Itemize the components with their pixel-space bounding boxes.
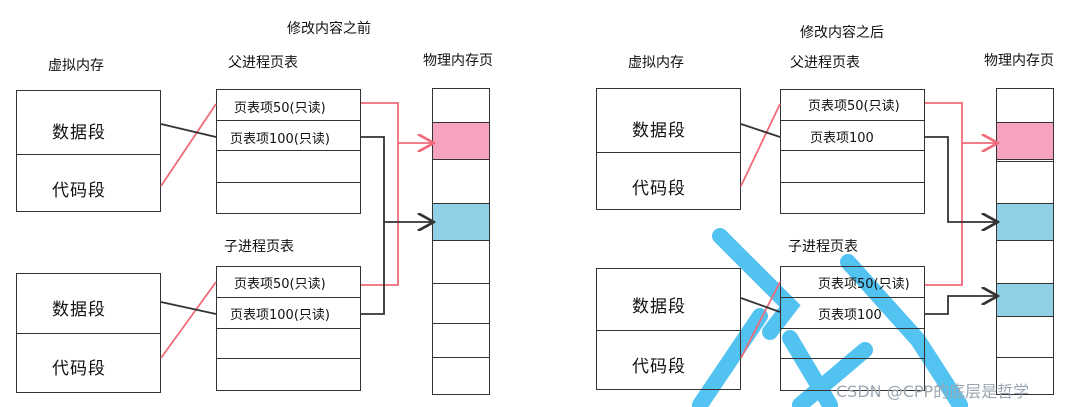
- right-physical-pages-label: 物理内存页: [984, 53, 1054, 69]
- right-parent-page-100: [997, 203, 1053, 241]
- left-child-entry-50: 页表项50(只读): [234, 277, 326, 292]
- left-title: 修改内容之前: [287, 21, 371, 37]
- left-shared-page-100: [433, 203, 489, 241]
- right-child-code-segment: 代码段: [632, 357, 686, 377]
- left-child-entry-100: 页表项100(只读): [230, 308, 330, 323]
- right-child-page-100-copy: [997, 283, 1053, 317]
- left-physical-pages-label: 物理内存页: [423, 53, 493, 69]
- left-physical-memory: [432, 88, 490, 395]
- right-child-table-label: 子进程页表: [788, 239, 858, 255]
- left-child-code-segment: 代码段: [52, 359, 106, 379]
- left-child-data-segment: 数据段: [52, 300, 106, 320]
- right-parent-entry-100: 页表项100: [810, 131, 874, 146]
- left-parent-data-segment: 数据段: [52, 123, 106, 143]
- right-physical-memory: [996, 88, 1054, 395]
- left-virtual-memory-label: 虚拟内存: [48, 58, 104, 74]
- right-parent-virtual-memory: [596, 88, 741, 210]
- right-child-virtual-memory: [596, 268, 741, 390]
- right-parent-page-table: [780, 89, 925, 214]
- right-child-data-segment: 数据段: [632, 297, 686, 317]
- left-shared-page-50: [433, 122, 489, 160]
- right-shared-page-50: [997, 122, 1053, 160]
- right-parent-table-label: 父进程页表: [790, 55, 860, 71]
- right-title: 修改内容之后: [800, 25, 884, 41]
- right-parent-code-segment: 代码段: [632, 179, 686, 199]
- left-parent-virtual-memory: [16, 90, 161, 212]
- left-child-table-label: 子进程页表: [224, 239, 294, 255]
- right-parent-data-segment: 数据段: [632, 121, 686, 141]
- right-child-entry-50: 页表项50(只读): [818, 277, 910, 292]
- right-child-page-table: [780, 266, 925, 391]
- right-virtual-memory-label: 虚拟内存: [628, 55, 684, 71]
- watermark-text: CSDN @CPP的底层是哲学: [836, 382, 1030, 401]
- left-parent-code-segment: 代码段: [52, 181, 106, 201]
- left-parent-entry-50: 页表项50(只读): [234, 101, 326, 116]
- left-parent-table-label: 父进程页表: [228, 55, 298, 71]
- right-child-entry-100: 页表项100: [818, 308, 882, 323]
- left-parent-page-table: [216, 89, 361, 214]
- left-parent-entry-100: 页表项100(只读): [230, 132, 330, 147]
- left-child-virtual-memory: [16, 273, 161, 393]
- left-child-page-table: [216, 266, 361, 391]
- right-parent-entry-50: 页表项50(只读): [808, 99, 900, 114]
